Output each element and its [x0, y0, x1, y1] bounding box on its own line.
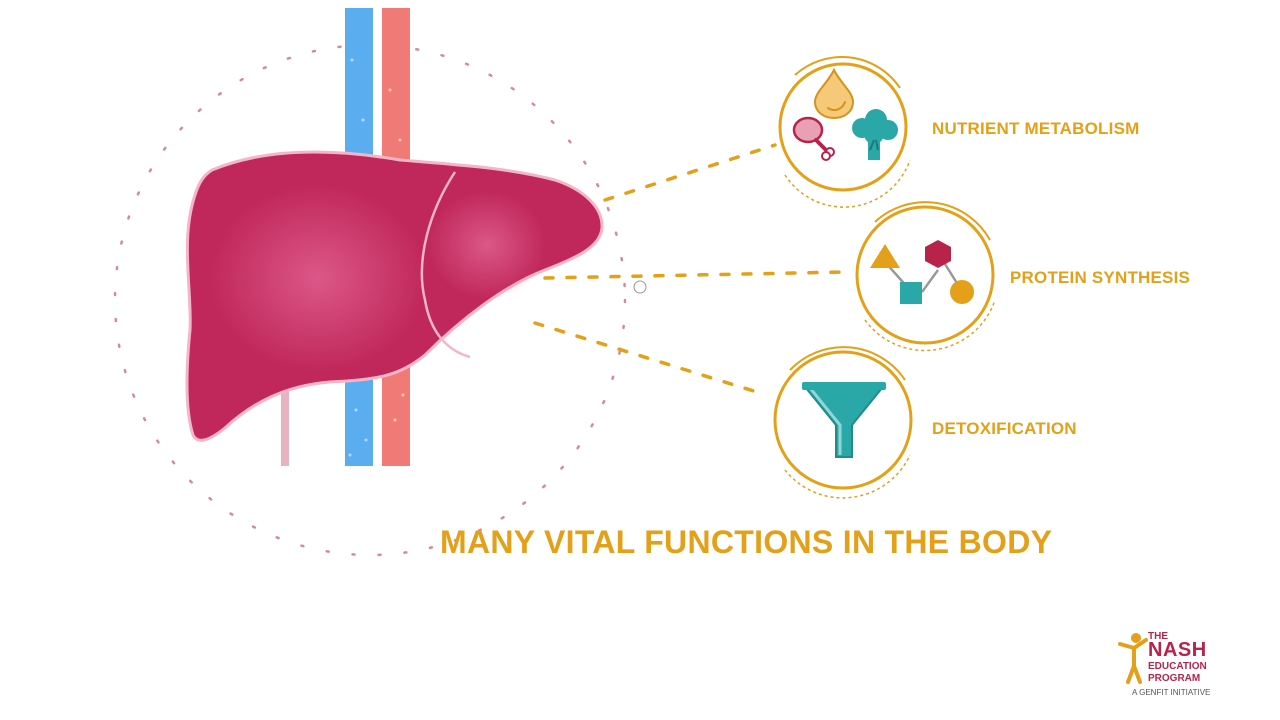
cursor-ring: [633, 280, 647, 294]
logo-program: PROGRAM: [1148, 673, 1201, 684]
hexagon-shape: [925, 240, 951, 268]
nutrient-metabolism-label: NUTRIENT METABOLISM: [932, 119, 1140, 138]
person-figure-icon: [1118, 633, 1148, 684]
connector-protein: [543, 270, 847, 280]
liver: [185, 150, 604, 442]
detoxification-label: DETOXIFICATION: [932, 419, 1077, 438]
protein-shapes-icon: [870, 240, 974, 304]
protein-circle: [855, 201, 996, 352]
broccoli-icon: [852, 109, 898, 160]
nutrient-icon: [792, 67, 898, 161]
logo-tagline: A GENFIT INITIATIVE: [1132, 688, 1211, 697]
headline: MANY VITAL FUNCTIONS IN THE BODY: [440, 524, 1053, 560]
meat-icon: [792, 116, 835, 161]
circle-shape: [950, 280, 974, 304]
connector-lines: [533, 143, 847, 395]
dotted-orbit-circle: [113, 43, 627, 557]
protein-synthesis-label: PROTEIN SYNTHESIS: [1010, 268, 1191, 287]
liver-lobe-divider: [420, 171, 471, 359]
connector-detox: [533, 321, 762, 395]
bile-duct: [281, 380, 289, 466]
triangle-shape: [870, 244, 900, 268]
connector-nutrient: [603, 143, 777, 202]
logo-education: EDUCATION: [1148, 661, 1207, 672]
logo-the: THE: [1148, 631, 1168, 642]
blood-vessels: [281, 8, 410, 466]
logo-nash: NASH: [1148, 639, 1207, 661]
nash-education-logo: THE NASH EDUCATION PROGRAM A GENFIT INIT…: [1118, 630, 1228, 700]
square-shape: [900, 282, 922, 304]
funnel-icon: [802, 382, 886, 458]
